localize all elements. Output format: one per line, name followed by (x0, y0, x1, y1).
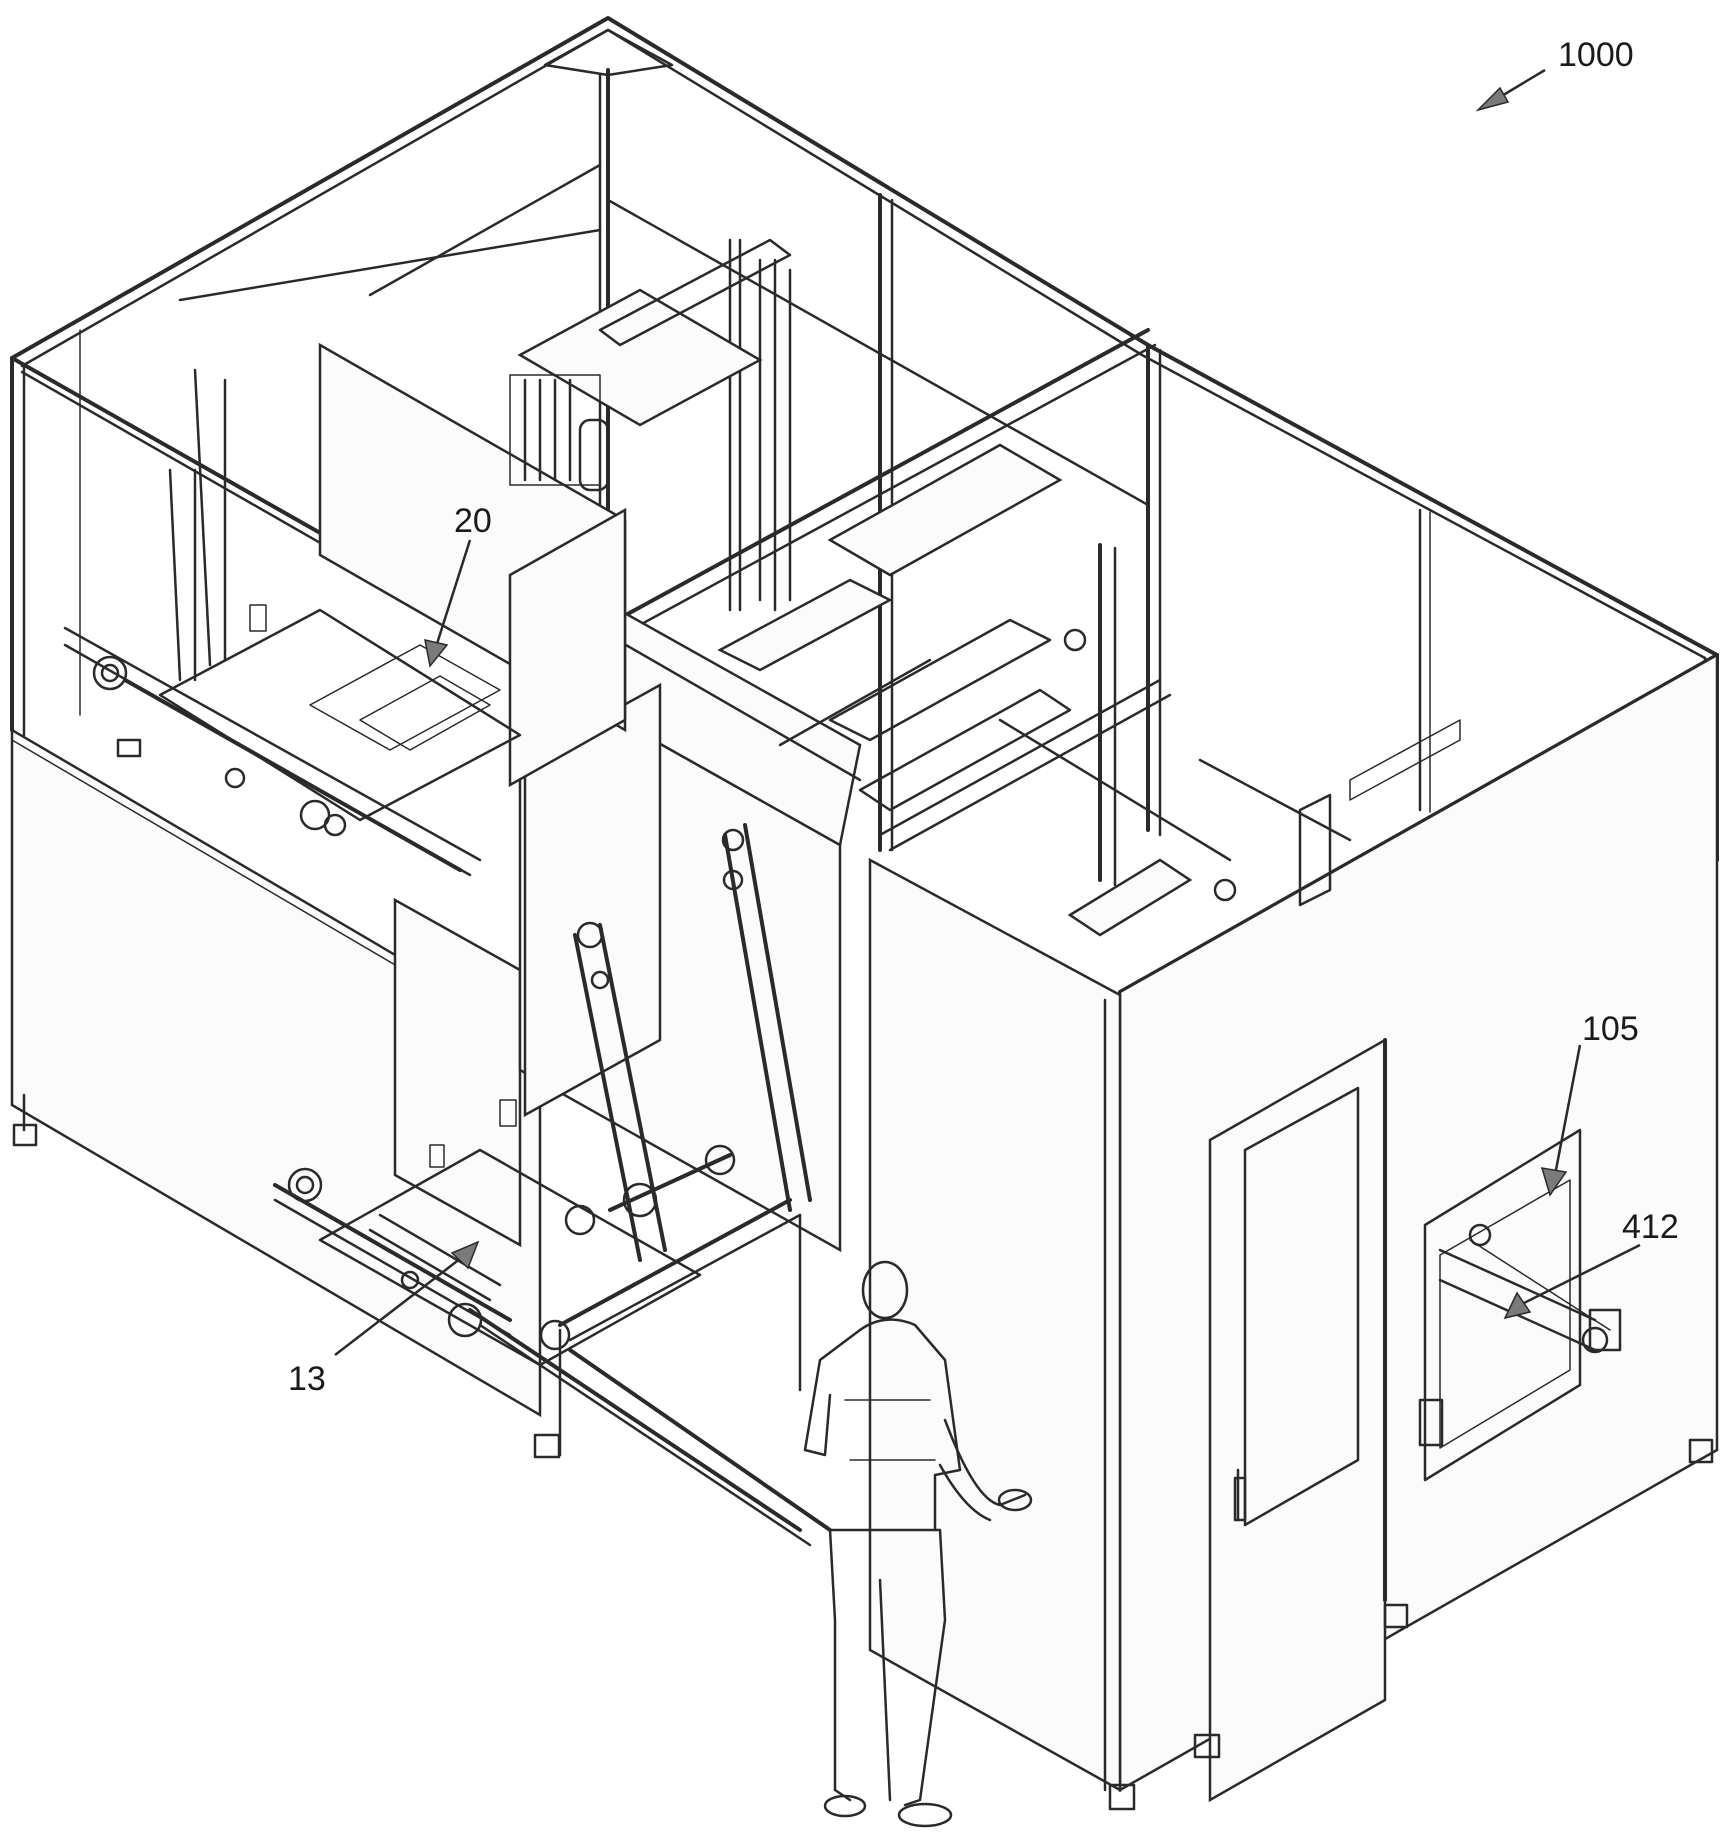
front-infeed (273, 823, 832, 1547)
interior-machinery (509, 238, 1461, 937)
leader-1000 (1475, 68, 1546, 112)
label-1000: 1000 (1558, 36, 1634, 74)
operator-figure (803, 1260, 1033, 1828)
machine-base-left (10, 727, 542, 1418)
leader-20 (424, 539, 472, 668)
label-412: 412 (1622, 1208, 1679, 1246)
leader-13 (334, 1240, 480, 1356)
left-conveyor (63, 368, 522, 877)
label-105: 105 (1582, 1010, 1639, 1048)
label-13: 13 (288, 1360, 326, 1398)
leader-412 (1503, 1243, 1641, 1320)
central-cabinet (318, 342, 862, 1253)
leader-105 (1540, 1044, 1582, 1197)
right-cabinet (868, 652, 1719, 1811)
label-20: 20 (454, 502, 492, 540)
